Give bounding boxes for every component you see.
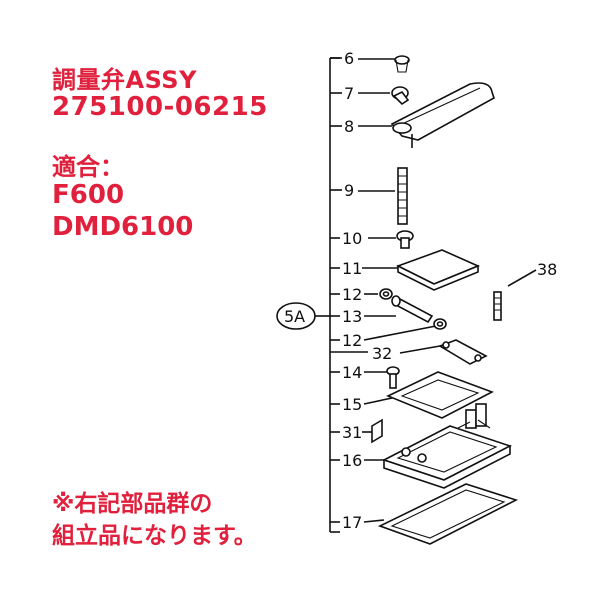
svg-text:38: 38 [537, 260, 557, 279]
part-9-screw [397, 167, 408, 225]
compat-model-1: F600 [52, 180, 125, 210]
part-7-lever [391, 86, 410, 106]
part-12-washer-lower [433, 318, 447, 330]
part-31-small-plate [371, 418, 383, 444]
svg-text:6: 6 [344, 49, 354, 68]
part-17-frame [377, 483, 519, 545]
callout-group-5a: 5A [276, 302, 330, 330]
note-line-1: ※右記部品群の [52, 491, 213, 517]
svg-text:32: 32 [372, 344, 392, 363]
part-16-housing [381, 403, 513, 489]
callout-16: 16 [330, 451, 384, 470]
svg-text:14: 14 [342, 363, 362, 382]
compat-heading: 適合： [52, 153, 124, 181]
part-38-screw [493, 291, 502, 321]
part-13-pin [391, 295, 434, 324]
part-32-link [438, 339, 488, 365]
callout-17: 17 [330, 513, 385, 532]
svg-text:10: 10 [342, 229, 362, 248]
svg-text:12: 12 [342, 285, 362, 304]
callout-8: 8 [330, 117, 392, 136]
svg-text:7: 7 [344, 84, 354, 103]
svg-text:13: 13 [342, 307, 362, 326]
svg-text:8: 8 [344, 117, 354, 136]
callout-15: 15 [330, 395, 393, 414]
svg-text:31: 31 [342, 423, 362, 442]
callout-11: 11 [330, 259, 400, 278]
part-12-washer-upper [379, 288, 393, 300]
callout-12-lower: 12 [330, 325, 437, 350]
part-6-cap [394, 55, 410, 73]
svg-text:12: 12 [342, 331, 362, 350]
callout-6: 6 [330, 49, 395, 68]
part-8-arm [390, 82, 495, 148]
callout-14: 14 [330, 363, 388, 382]
svg-text:11: 11 [342, 259, 362, 278]
part-15-gasket [386, 371, 494, 419]
callout-7: 7 [330, 84, 390, 103]
note-line-2: 組立品になります。 [52, 523, 257, 549]
part-11-plate [395, 249, 481, 291]
svg-text:17: 17 [342, 513, 362, 532]
callout-13: 13 [330, 307, 396, 326]
svg-text:9: 9 [344, 181, 354, 200]
product-title: 調量弁ASSY [52, 66, 197, 94]
svg-text:15: 15 [342, 395, 362, 414]
part-number: 275100-06215 [52, 92, 268, 122]
callout-32: 32 [330, 344, 441, 363]
compat-model-2: DMD6100 [52, 212, 194, 242]
part-14-screw [386, 366, 400, 389]
svg-text:5A: 5A [284, 307, 305, 326]
callout-31: 31 [330, 423, 372, 442]
svg-text:16: 16 [342, 451, 362, 470]
callout-10: 10 [330, 229, 396, 248]
callout-12-upper: 12 [330, 285, 378, 304]
callout-38: 38 [507, 260, 557, 287]
part-10-bolt [396, 230, 414, 249]
callout-9: 9 [330, 181, 395, 200]
